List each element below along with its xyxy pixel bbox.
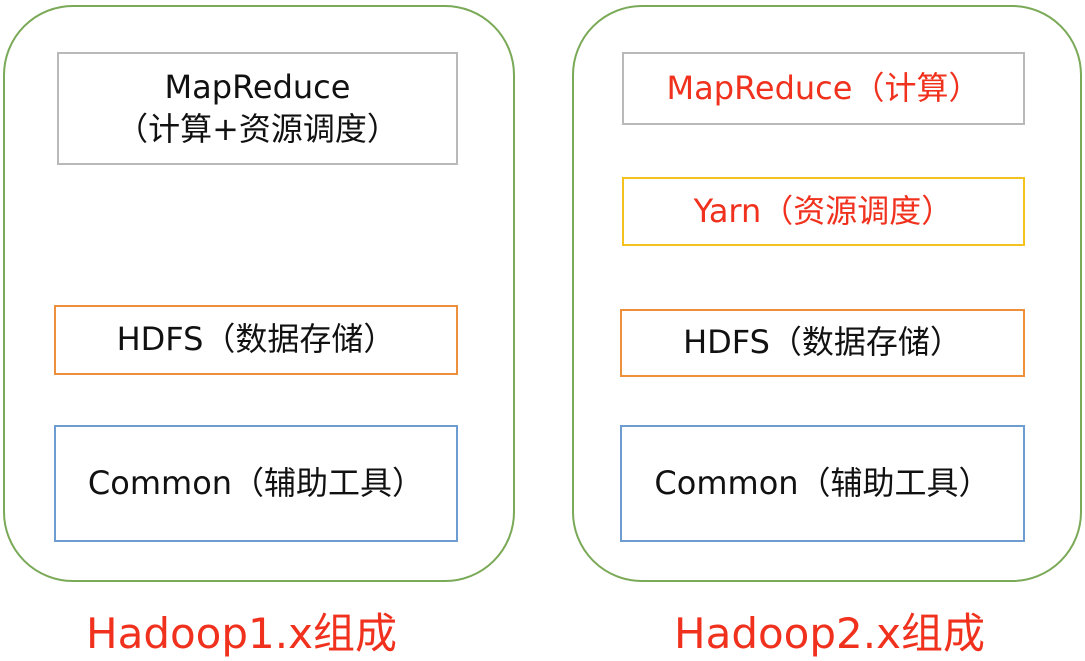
hadoop1-common-box: Common（辅助工具）: [54, 425, 458, 542]
hadoop1-caption: Hadoop1.x组成: [86, 609, 397, 658]
hadoop1-mapreduce-desc: （计算+资源调度）: [116, 109, 399, 148]
hadoop2-panel: [572, 5, 1082, 582]
hadoop2-mapreduce-label: MapReduce（计算）: [666, 68, 981, 107]
hadoop1-common-label: Common（辅助工具）: [87, 463, 425, 502]
hadoop1-panel: [3, 5, 515, 582]
hadoop1-mapreduce-box: MapReduce （计算+资源调度）: [57, 52, 458, 165]
hadoop2-hdfs-label: HDFS（数据存储）: [683, 323, 962, 362]
hadoop2-caption: Hadoop2.x组成: [674, 609, 985, 658]
hadoop2-common-box: Common（辅助工具）: [620, 425, 1025, 542]
hadoop1-mapreduce-title: MapReduce: [164, 67, 351, 106]
hadoop2-hdfs-box: HDFS（数据存储）: [620, 309, 1025, 377]
hadoop2-yarn-label: Yarn（资源调度）: [693, 191, 954, 230]
hadoop2-mapreduce-box: MapReduce（计算）: [622, 52, 1025, 125]
hadoop1-hdfs-label: HDFS（数据存储）: [116, 320, 396, 359]
hadoop2-yarn-box: Yarn（资源调度）: [622, 177, 1025, 246]
hadoop2-common-label: Common（辅助工具）: [654, 463, 991, 502]
hadoop1-hdfs-box: HDFS（数据存储）: [54, 305, 458, 375]
